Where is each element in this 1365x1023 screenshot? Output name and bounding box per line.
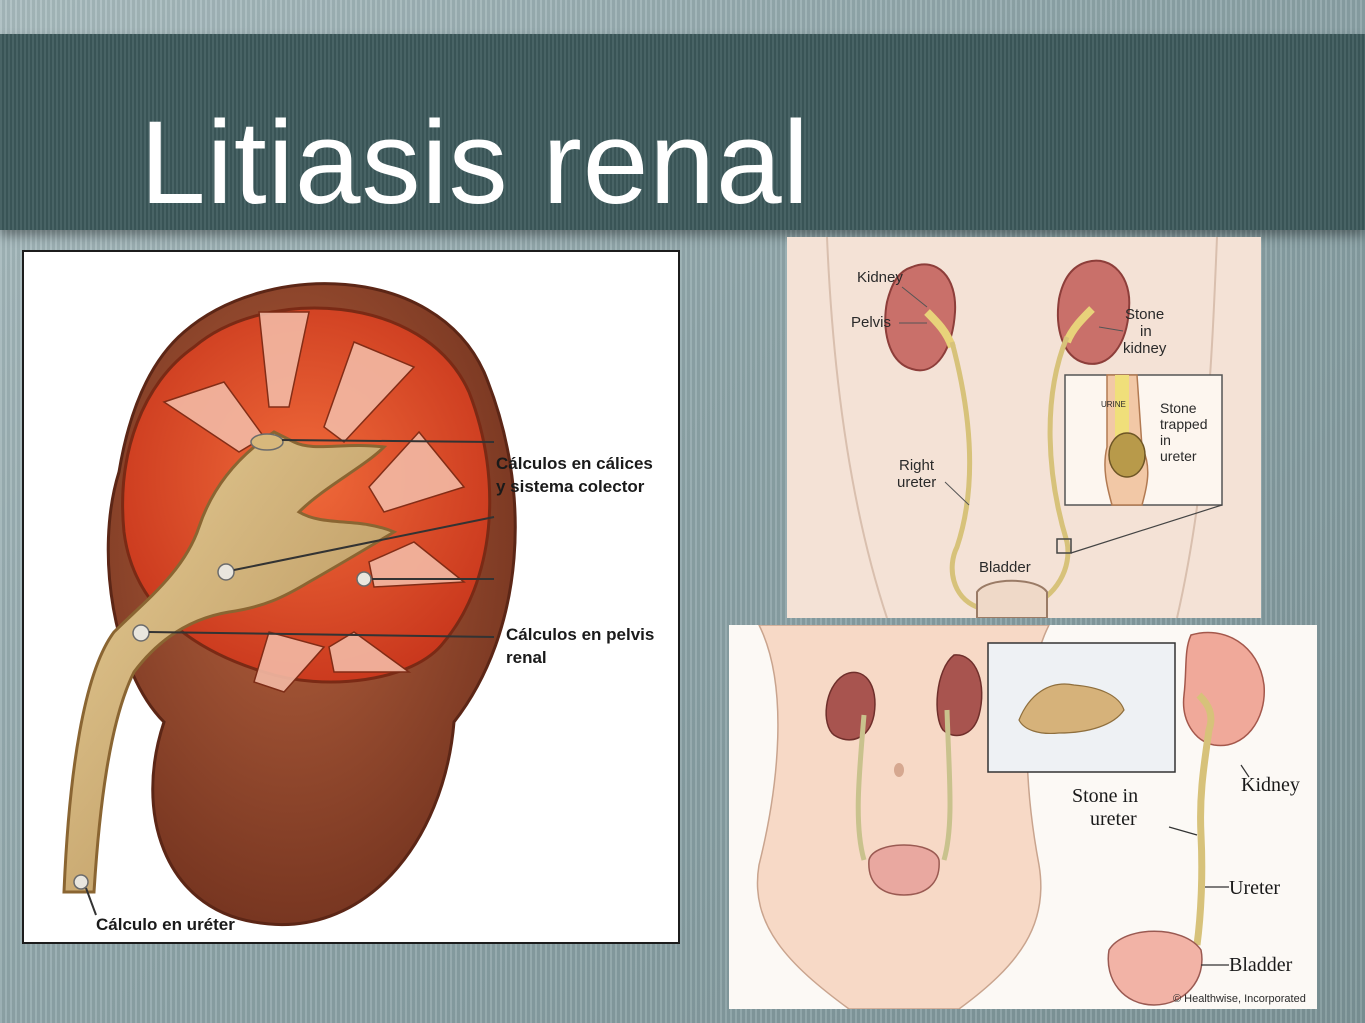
label-trapped-l2: trapped — [1160, 416, 1207, 432]
label-stone-ureter: ureter — [1090, 808, 1137, 830]
label-urine: URINE — [1101, 400, 1126, 409]
label-ureter-bottom: Ureter — [1229, 877, 1280, 899]
copyright-text: © Healthwise, Incorporated — [1173, 993, 1306, 1005]
title-band: Litiasis renal — [0, 34, 1365, 230]
label-sistema-colector: y sistema colector — [496, 477, 645, 496]
label-right-l1: Right — [899, 457, 935, 474]
label-kidney: Kidney — [857, 269, 903, 286]
label-pelvis: Cálculos en pelvis — [506, 625, 654, 644]
label-trapped-l4: ureter — [1160, 448, 1197, 464]
label-bladder-en: Bladder — [979, 559, 1031, 576]
kidney-cross-section-illustration: Cálculos en cálices y sistema colector C… — [24, 252, 678, 942]
label-stone-l2: in — [1140, 323, 1152, 340]
label-kidney-bottom: Kidney — [1241, 774, 1300, 796]
kidney-stone-body-diagram: Stone in ureter Kidney Ureter Bladder © … — [729, 625, 1317, 1009]
label-right-l2: ureter — [897, 474, 936, 491]
urinary-tract-illustration: Kidney Pelvis Stone in kidney URINE Ston… — [787, 237, 1261, 618]
slide-title: Litiasis renal — [140, 97, 810, 229]
label-trapped-l1: Stone — [1160, 400, 1197, 416]
label-stone-l3: kidney — [1123, 340, 1167, 357]
label-calices: Cálculos en cálices — [496, 454, 653, 473]
label-trapped-l3: in — [1160, 432, 1171, 448]
label-bladder-bottom: Bladder — [1229, 954, 1293, 976]
label-stone-in: Stone in — [1072, 785, 1138, 807]
label-ureter-stone: Cálculo en uréter — [96, 915, 235, 934]
urinary-tract-diagram: Kidney Pelvis Stone in kidney URINE Ston… — [787, 237, 1261, 618]
kidney-cross-section-figure: Cálculos en cálices y sistema colector C… — [22, 250, 680, 944]
body-illustration: Stone in ureter Kidney Ureter Bladder © … — [729, 625, 1317, 1009]
label-pelvis-en: Pelvis — [851, 314, 891, 331]
label-stone-l1: Stone — [1125, 306, 1164, 323]
label-pelvis-renal: renal — [506, 648, 547, 667]
